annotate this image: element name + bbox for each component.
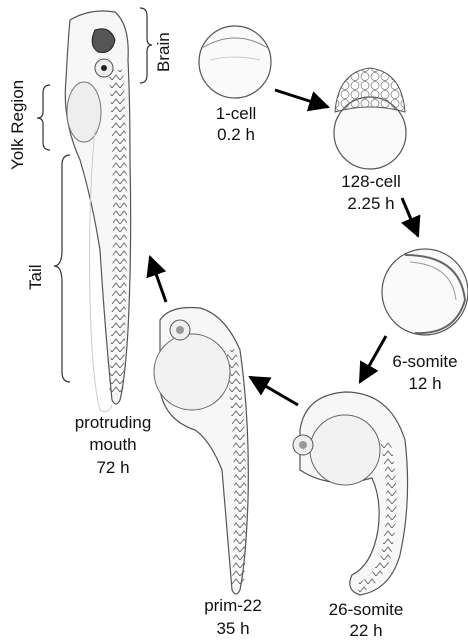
larva-prim-22 bbox=[154, 308, 248, 595]
embryo-6-somite bbox=[382, 249, 468, 335]
stage-1-cell-time: 0.2 h bbox=[200, 125, 272, 145]
stage-26-somite-time: 22 h bbox=[316, 621, 416, 641]
region-label-brain: Brain bbox=[154, 32, 174, 72]
stage-prim-22-name: prim-22 bbox=[188, 596, 278, 616]
stage-prim-22-time: 35 h bbox=[188, 619, 278, 639]
yolk-region-bracket bbox=[37, 85, 50, 150]
embryo-128-cell bbox=[334, 68, 406, 169]
arrow-26somite-to-prim22 bbox=[250, 377, 298, 405]
embryo-26-somite bbox=[293, 392, 408, 595]
stage-26-somite-name: 26-somite bbox=[316, 600, 416, 620]
stage-128-cell-name: 128-cell bbox=[328, 172, 414, 192]
arrow-1cell-to-128cell bbox=[275, 90, 328, 107]
stage-protruding-mouth-name-line2: mouth bbox=[58, 435, 168, 455]
stage-6-somite-time: 12 h bbox=[382, 374, 468, 394]
region-label-tail: Tail bbox=[26, 264, 46, 290]
tail-bracket bbox=[54, 155, 70, 382]
arrow-prim22-to-protruding bbox=[150, 257, 166, 302]
larva-protruding-mouth bbox=[65, 11, 130, 412]
brain-bracket bbox=[140, 8, 152, 83]
region-label-yolk: Yolk Region bbox=[8, 80, 28, 170]
stage-protruding-mouth-name-line1: protruding bbox=[58, 413, 168, 433]
stage-128-cell-time: 2.25 h bbox=[328, 194, 414, 214]
stage-1-cell-name: 1-cell bbox=[200, 104, 272, 124]
embryo-1-cell bbox=[199, 26, 271, 98]
stage-protruding-mouth-time: 72 h bbox=[58, 458, 168, 478]
stage-6-somite-name: 6-somite bbox=[382, 352, 468, 372]
